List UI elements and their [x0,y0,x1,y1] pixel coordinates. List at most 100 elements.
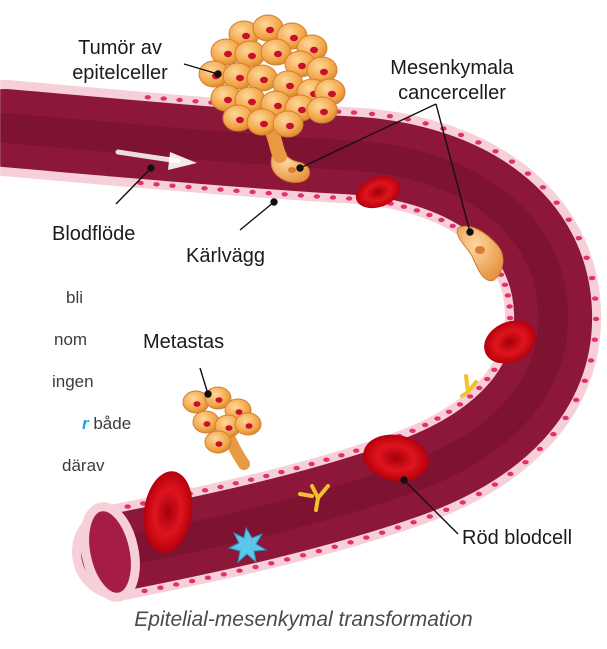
wall-cell [537,447,543,451]
wall-cell [457,402,463,406]
wall-cell [249,190,255,194]
wall-cell [484,377,490,381]
wall-cell [217,485,223,489]
wall-cell [268,561,274,565]
metastasis-cell-nucleus [216,441,223,447]
tumor-cell-nucleus [248,99,256,105]
wall-cell [346,196,352,200]
wall-cell [446,410,452,414]
wall-cell [427,514,433,518]
wall-cell [592,296,598,300]
wall-cell [125,504,131,508]
wall-cell [153,182,159,186]
label-tumor: Tumör av epitelceller [50,36,190,86]
metastasis-cell-nucleus [226,425,233,431]
wall-cell [205,576,211,580]
wall-cell [553,201,559,205]
metastasis-cell-nucleus [246,423,253,429]
wall-cell [434,416,440,420]
wall-cell [450,224,456,228]
wall-cell [387,114,393,118]
wall-cell [492,149,498,153]
body-text-line-2: nom [0,330,87,350]
tumor-cell-nucleus [260,77,268,83]
tumor-cell-nucleus [286,123,294,129]
wall-cell [409,429,415,433]
label-tumor-line2: epitelceller [50,61,190,86]
wall-cell [233,189,239,193]
wall-cell [509,159,515,163]
label-vessel-wall: Kärlvägg [186,244,265,269]
wall-cell [314,194,320,198]
metastasis-cell-nucleus [204,421,211,427]
wall-cell [566,218,572,222]
wall-cell [475,140,481,144]
wall-cell [221,572,227,576]
tumor-cell-nucleus [298,107,306,113]
wall-cell [438,218,444,222]
wall-cell [248,478,254,482]
wall-cell [414,208,420,212]
tumor-cell-nucleus [298,63,306,69]
wall-cell [185,185,191,189]
wall-cell [330,195,336,199]
wall-cell [252,565,258,569]
label-tumor-line1: Tumör av [50,36,190,61]
wall-cell [582,379,588,383]
wall-cell [363,535,369,539]
wall-cell [562,416,568,420]
label-mesenchymal: Mesenkymala cancerceller [372,56,532,106]
tumor-cell-nucleus [242,33,250,39]
tumor-cell-nucleus [260,121,268,127]
wall-cell [298,193,304,197]
wall-cell [169,184,175,188]
wall-cell [593,317,599,321]
metastasis-cluster [183,387,261,464]
label-mesenchymal-line1: Mesenkymala [372,56,532,81]
wall-cell [351,110,357,114]
wall-cell [506,304,512,308]
wall-cell [592,338,598,342]
wall-cell [401,205,407,209]
metastasis-cell-nucleus [194,401,201,407]
tumor-cell-nucleus [224,51,232,57]
tumor-cell-nucleus [320,109,328,115]
wall-cell [502,283,508,287]
label-bloodflow: Blodflöde [52,222,135,247]
body-text-line-4: r både [0,414,131,434]
wall-cell [507,316,513,320]
figure-caption: Epitelial-mesenkymal transformation [0,608,607,632]
body-text-line-5: därav [0,456,105,476]
wall-cell [278,470,284,474]
wall-cell [202,488,208,492]
tumor-cell-nucleus [286,83,294,89]
wall-cell [476,492,482,496]
wall-cell [293,466,299,470]
label-mesenchymal-line2: cancerceller [372,81,532,106]
tumor-cell-nucleus [320,69,328,75]
wall-cell [467,394,473,398]
wall-cell [266,191,272,195]
wall-cell [282,192,288,196]
wall-cell [550,432,556,436]
wall-cell [141,589,147,593]
wall-cell [233,481,239,485]
wall-cell [353,449,359,453]
wall-cell [395,525,401,529]
wall-cell [201,186,207,190]
wall-cell [588,358,594,362]
wall-cell [525,171,531,175]
wall-cell [176,98,182,102]
wall-cell [540,185,546,189]
tumor-cell-nucleus [310,47,318,53]
wall-cell [458,133,464,137]
tumor-cell-nucleus [248,53,256,59]
wall-cell [583,256,589,260]
tumor-cell-nucleus [266,27,274,33]
body-text-line-1: bli [0,288,83,308]
wall-cell [173,582,179,586]
tumor-cell-nucleus [328,91,336,97]
label-red-blood-cell: Röd blodcell [462,526,572,551]
wall-cell [589,276,595,280]
wall-cell [308,462,314,466]
